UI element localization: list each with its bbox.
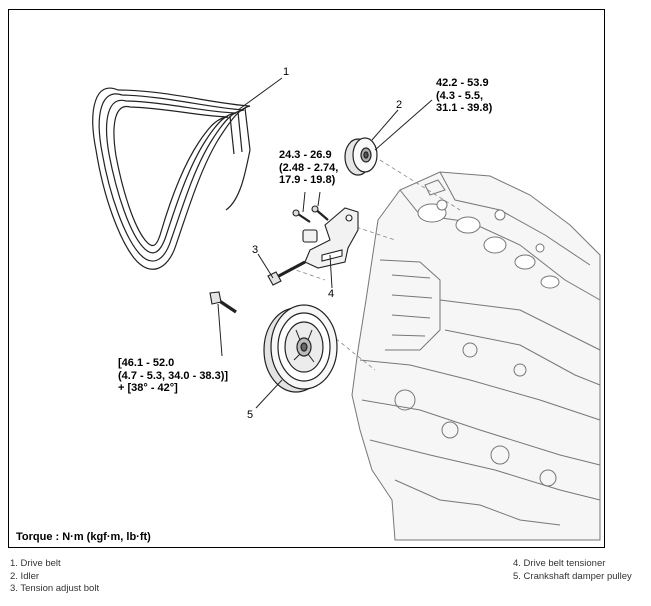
diagram-frame (8, 9, 605, 548)
leader-lines (217, 77, 433, 409)
tensioner-torque-spec: 24.3 - 26.9 (2.48 - 2.74, 17.9 - 19.8) (279, 149, 338, 187)
legend-item: 4. Drive belt tensioner (513, 558, 606, 569)
legend-item: 3. Tension adjust bolt (10, 583, 100, 594)
legend-item: 1. Drive belt (10, 558, 61, 569)
callout-2: 2 (396, 99, 403, 111)
damper-pulley-drawing (263, 304, 338, 393)
torque-unit-label: Torque : N·m (kgf·m, lb·ft) (16, 531, 151, 543)
spec-line: 42.2 - 53.9 (436, 77, 489, 89)
damper-bolt-drawing (209, 291, 237, 314)
engine-block-drawing (351, 171, 601, 541)
spec-line: 17.9 - 19.8) (279, 174, 336, 186)
legend-item: 2. Idler (10, 570, 40, 582)
spec-line: (2.48 - 2.74, (279, 161, 339, 174)
spec-line: 24.3 - 26.9 (279, 149, 332, 161)
spec-line: 31.1 - 39.8) (436, 102, 493, 114)
legend-item: 5. Crankshaft damper pulley (513, 570, 632, 582)
callout-3: 3 (252, 244, 259, 256)
tension-bolt-drawing (267, 260, 306, 286)
callout-5: 5 (247, 409, 254, 421)
damper-torque-spec: [46.1 - 52.0 (4.7 - 5.3, 34.0 - 38.3)] +… (118, 357, 228, 395)
spec-line: + [38° - 42°] (118, 382, 178, 394)
callout-1: 1 (283, 66, 290, 78)
spec-line: (4.7 - 5.3, 34.0 - 38.3)] (118, 369, 229, 382)
legend-right: 4. Drive belt tensioner 5. Crankshaft da… (513, 558, 632, 583)
callout-4: 4 (328, 288, 335, 300)
legend-left: 1. Drive belt 2. Idler 3. Tension adjust… (10, 558, 99, 596)
idler-torque-spec: 42.2 - 53.9 (4.3 - 5.5, 31.1 - 39.8) (436, 77, 492, 115)
spec-line: (4.3 - 5.5, (436, 89, 484, 102)
tensioner-drawing (292, 205, 359, 269)
idler-drawing (344, 137, 378, 176)
spec-line: [46.1 - 52.0 (118, 357, 175, 369)
drive-belt-drawing (92, 87, 251, 270)
